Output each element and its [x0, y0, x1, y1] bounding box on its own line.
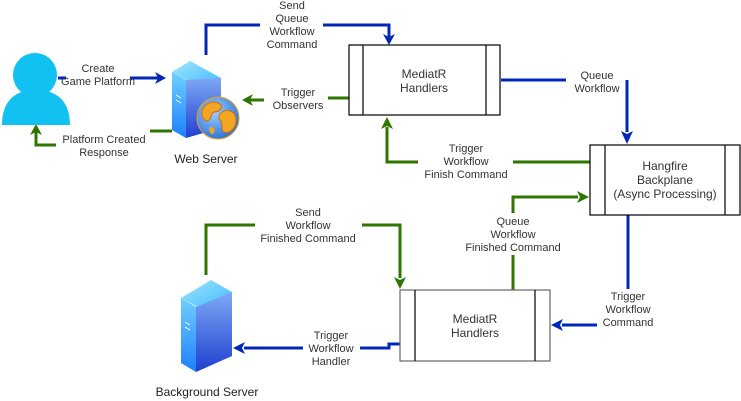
- edge-label-line: Send: [279, 0, 305, 12]
- edge-send-workflow-finished-command: Send Workflow Finished Command: [204, 207, 406, 289]
- edge-label-line: Create: [81, 63, 114, 75]
- edge-label-line: Queue: [275, 13, 308, 25]
- node-label-line: Handlers: [400, 81, 448, 95]
- node-label-line: Handlers: [451, 326, 499, 340]
- user-icon[interactable]: [2, 53, 70, 125]
- edge-label-line: Platform Created: [62, 134, 145, 146]
- edge-label-line: Workflow: [490, 229, 535, 241]
- web-server-node[interactable]: Web Server: [172, 61, 240, 166]
- edge-platform-created-response: Platform Created Response: [30, 124, 172, 159]
- edge-label-line: Trigger: [314, 330, 349, 342]
- edge-label-line: Finished Command: [260, 233, 355, 245]
- edge-label-line: Workflow: [574, 83, 619, 95]
- edge-trigger-observers: Trigger Observers: [242, 87, 349, 112]
- edge-label-line: Command: [267, 39, 318, 51]
- edge-label-line: Workflow: [269, 26, 314, 38]
- globe-icon: [196, 96, 240, 140]
- node-label-line: (Async Processing): [613, 187, 716, 201]
- mediatr-handlers-top[interactable]: MediatR Handlers: [348, 44, 501, 116]
- edge-label-line: Queue: [496, 216, 529, 228]
- node-label-line: MediatR: [402, 67, 447, 81]
- edge-label-line: Game Platform: [61, 76, 135, 88]
- mediatr-handlers-bottom[interactable]: MediatR Handlers: [399, 289, 551, 362]
- edge-trigger-workflow-command: Trigger Workflow Command: [551, 215, 653, 331]
- edge-label-line: Trigger: [281, 87, 316, 99]
- edge-label-line: Workflow: [308, 343, 353, 355]
- edge-trigger-workflow-handler: Trigger Workflow Handler: [233, 330, 400, 368]
- edge-label-line: Trigger: [449, 143, 484, 155]
- hangfire-backplane[interactable]: Hangfire Backplane (Async Processing): [589, 144, 741, 216]
- edge-send-queue-workflow-command: Send Queue Workflow Command: [204, 0, 395, 55]
- edge-create-game-platform: Create Game Platform: [58, 62, 166, 90]
- node-label-line: Backplane: [637, 173, 693, 187]
- edge-label-line: Command: [603, 317, 654, 329]
- edge-queue-workflow-finished-command: Queue Workflow Finished Command: [465, 191, 589, 290]
- edge-label-line: Queue: [580, 70, 613, 82]
- edge-label-line: Handler: [312, 356, 351, 368]
- background-server-node[interactable]: Background Server: [156, 280, 259, 399]
- web-server-caption: Web Server: [174, 152, 237, 166]
- edge-label-line: Finished Command: [465, 242, 560, 254]
- web-server-icon: [172, 61, 240, 140]
- server-icon: [181, 280, 232, 372]
- edge-queue-workflow: Queue Workflow: [501, 70, 633, 144]
- edge-label-line: Observers: [273, 100, 324, 112]
- edge-label-line: Trigger: [611, 291, 646, 303]
- edge-label-line: Finish Command: [424, 169, 507, 181]
- edge-label-line: Workflow: [605, 304, 650, 316]
- edge-label-line: Send: [295, 207, 321, 219]
- node-label-line: MediatR: [453, 312, 498, 326]
- edge-label-line: Workflow: [285, 220, 330, 232]
- background-server-caption: Background Server: [156, 385, 259, 399]
- edge-trigger-workflow-finish-command: Trigger Workflow Finish Command: [381, 117, 590, 181]
- edge-label-line: Workflow: [443, 156, 488, 168]
- node-label-line: Hangfire: [642, 159, 688, 173]
- edge-label-line: Response: [79, 147, 129, 159]
